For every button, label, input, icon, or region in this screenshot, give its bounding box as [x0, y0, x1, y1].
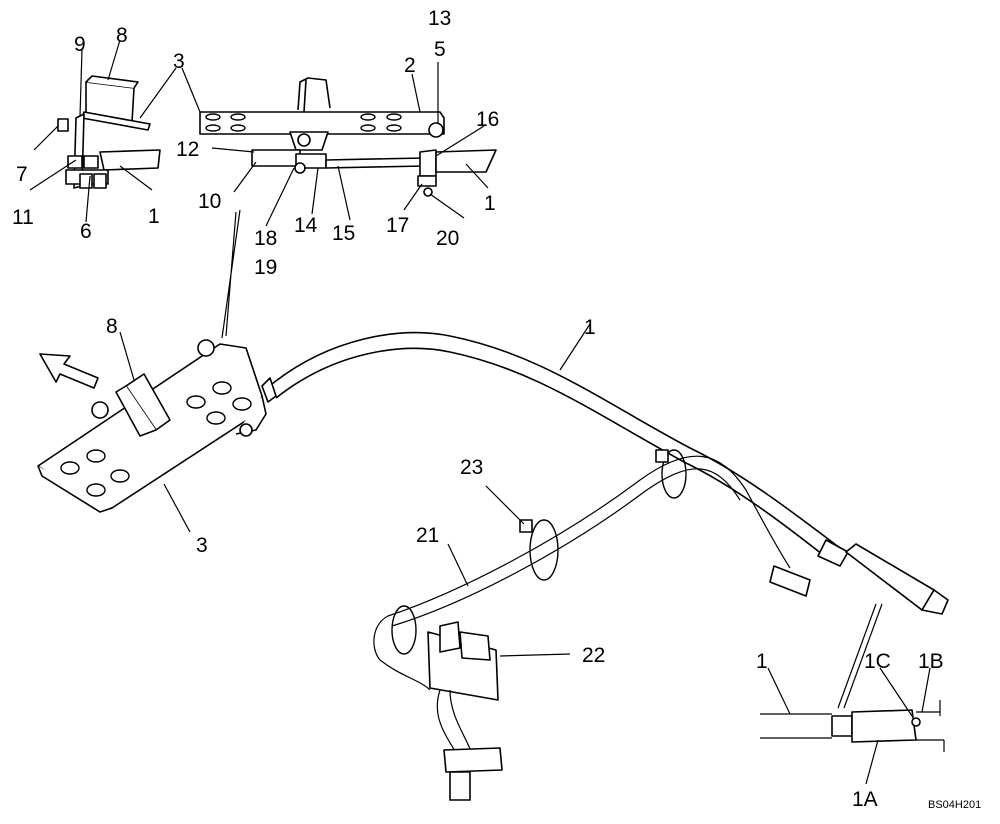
drawing-reference: BS04H201 [928, 799, 981, 811]
cable-end-detail [760, 700, 945, 752]
callout-7: 7 [16, 163, 28, 186]
callouts: 8 9 3 7 11 6 1 13 5 2 16 12 10 18 19 14 … [12, 7, 944, 811]
callout-12: 12 [176, 138, 199, 161]
callout-1: 1 [148, 205, 160, 228]
callout-5: 5 [434, 38, 446, 61]
callout-10: 10 [198, 190, 221, 213]
control-cable [261, 331, 949, 615]
callout-23: 23 [460, 456, 483, 479]
callout-13: 13 [428, 7, 451, 30]
callout-8: 8 [116, 24, 128, 47]
leader-lines [29, 39, 931, 785]
top-view-detail [199, 77, 497, 197]
callout-2: 2 [404, 54, 416, 77]
wire-harness [373, 449, 811, 801]
callout-8: 8 [106, 315, 118, 338]
callout-1: 1 [756, 650, 768, 673]
callout-16: 16 [476, 108, 499, 131]
callout-20: 20 [436, 227, 459, 250]
callout-1B: 1B [918, 650, 944, 673]
callout-3: 3 [196, 534, 208, 557]
callout-9: 9 [74, 33, 86, 56]
side-view-detail [57, 75, 161, 189]
callout-14: 14 [294, 214, 318, 237]
callout-1A: 1A [852, 788, 878, 811]
callout-11: 11 [12, 206, 34, 229]
callout-21: 21 [416, 524, 439, 547]
callout-17: 17 [386, 214, 409, 237]
callout-15: 15 [332, 222, 355, 245]
callout-19: 19 [254, 256, 277, 279]
callout-6: 6 [80, 220, 92, 243]
callout-22: 22 [582, 644, 605, 667]
callout-1C: 1C [864, 650, 891, 673]
callout-18: 18 [254, 227, 277, 250]
main-pedal-assembly [37, 339, 267, 513]
callout-1: 1 [584, 316, 596, 339]
callout-3: 3 [173, 50, 185, 73]
callout-1: 1 [484, 192, 496, 215]
